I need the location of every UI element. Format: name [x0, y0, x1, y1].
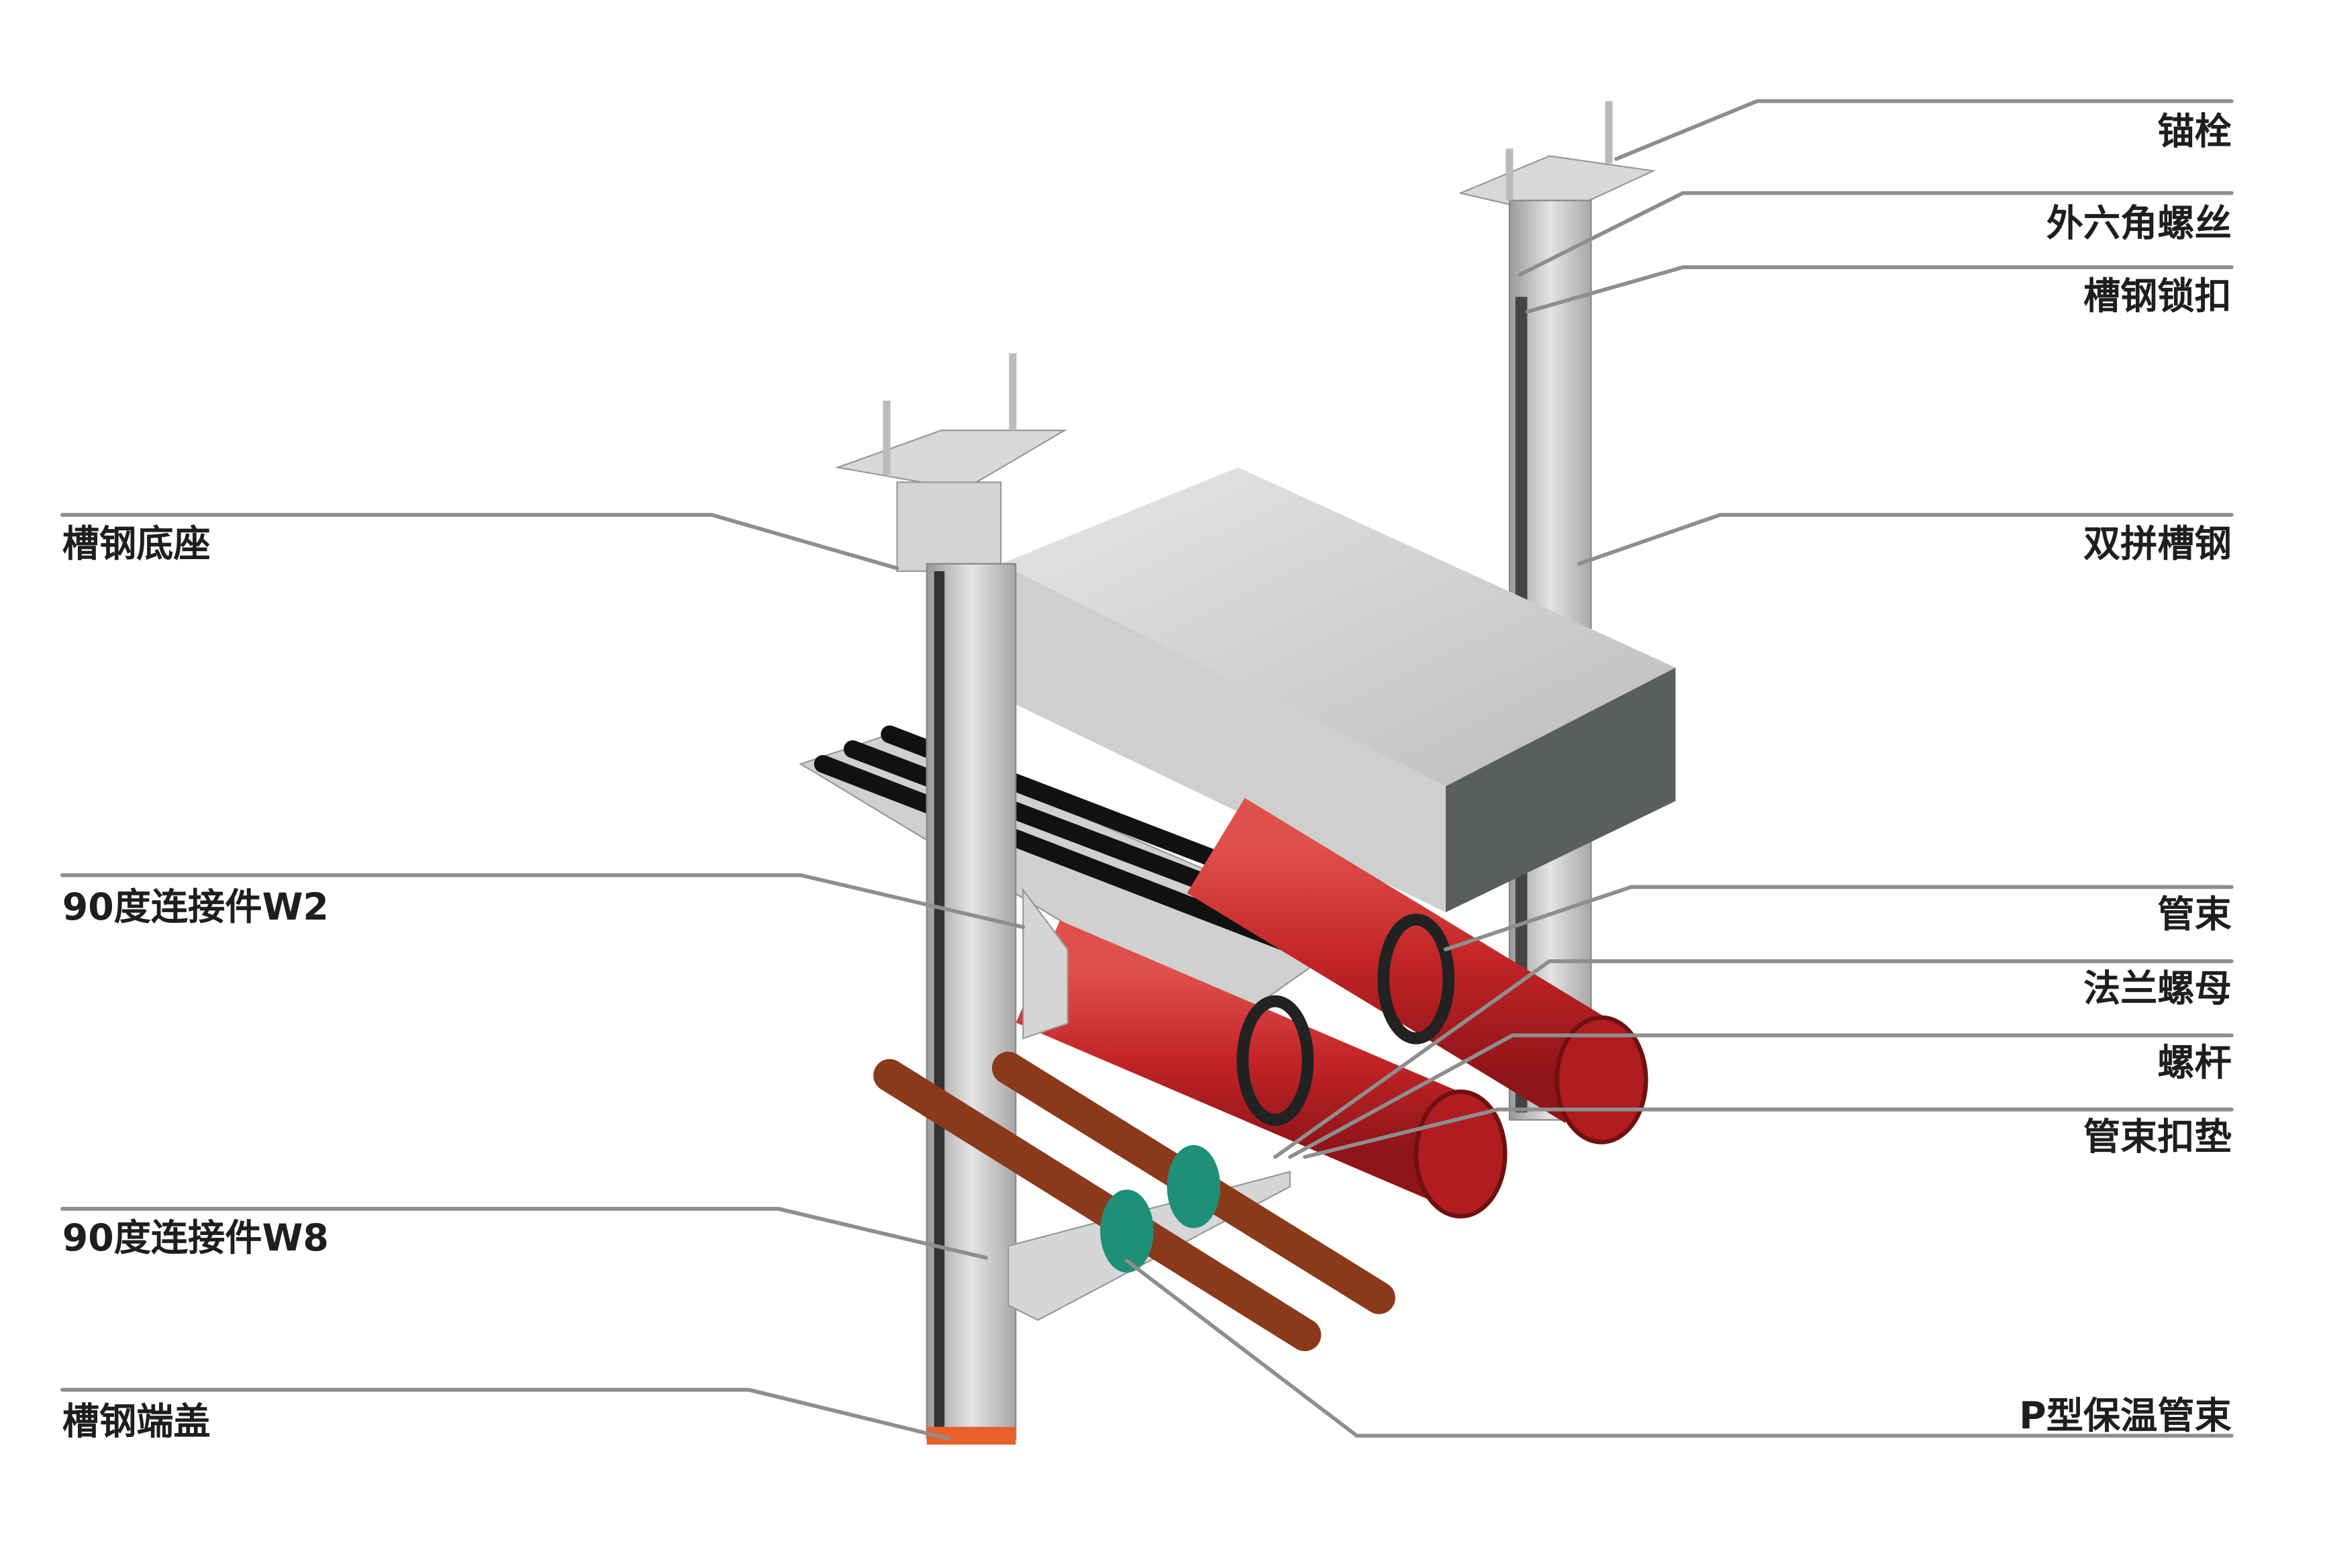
label-clamp-pad: 管束扣垫 [2083, 1116, 2232, 1159]
copper-pipes [873, 1051, 1395, 1352]
label-pipe-clamp: 管束 [2157, 893, 2232, 936]
label-anchor-bolt: 锚栓 [2157, 111, 2231, 154]
support-illustration [799, 101, 1676, 1445]
air-duct [1001, 467, 1676, 913]
label-channel-end-cap: 槽钢端盖 [62, 1401, 211, 1444]
front-double-channel [834, 353, 1291, 1445]
label-channel-lock: 槽钢锁扣 [2083, 275, 2232, 318]
label-channel-base: 槽钢底座 [62, 523, 211, 566]
label-connector-w8: 90度连接件W8 [62, 1217, 329, 1260]
label-double-channel: 双拼槽钢 [2083, 523, 2232, 566]
label-threaded-rod: 螺杆 [2157, 1042, 2231, 1085]
label-flange-nut: 法兰螺母 [2083, 968, 2232, 1011]
left-labels: 槽钢底座 90度连接件W2 90度连接件W8 槽钢端盖 [62, 523, 329, 1444]
right-labels: 锚栓 外六角螺丝 槽钢锁扣 双拼槽钢 管束 法兰螺母 螺杆 管束扣垫 P型保温管… [2019, 111, 2232, 1438]
label-hex-bolt: 外六角螺丝 [2046, 203, 2232, 246]
label-connector-w2: 90度连接件W2 [62, 886, 329, 929]
label-p-type-insulated-clamp: P型保温管束 [2019, 1395, 2232, 1438]
leader-lines [60, 99, 2234, 1441]
